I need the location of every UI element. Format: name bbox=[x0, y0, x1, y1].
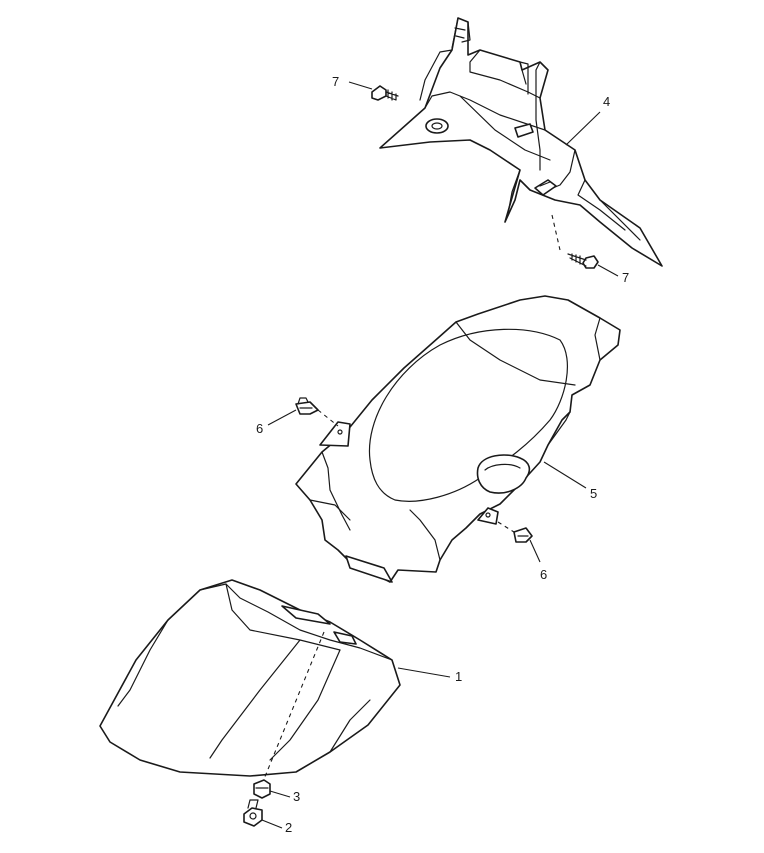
slot-opening bbox=[514, 123, 534, 138]
grommet-upper bbox=[425, 118, 449, 134]
part-4-rear-bracket bbox=[379, 17, 663, 267]
callout-3: 3 bbox=[293, 789, 300, 804]
callout-6-right: 6 bbox=[540, 567, 547, 582]
center-cutout bbox=[476, 454, 531, 494]
nut-3 bbox=[253, 779, 271, 799]
clip-6-left bbox=[295, 397, 319, 415]
callout-7-lower: 7 bbox=[622, 270, 629, 285]
callout-4: 4 bbox=[603, 94, 610, 109]
part-5-undercover-panel bbox=[295, 295, 621, 583]
callout-7-upper: 7 bbox=[332, 74, 339, 89]
dashed-guide-6-left bbox=[317, 409, 339, 427]
leader-6-right bbox=[529, 539, 541, 563]
leader-2 bbox=[261, 819, 283, 829]
bolt-7-lower bbox=[567, 253, 599, 269]
callout-1: 1 bbox=[455, 669, 462, 684]
clip-6-right bbox=[513, 527, 533, 543]
dashed-guide-6-right bbox=[497, 521, 515, 533]
callout-6-left: 6 bbox=[256, 421, 263, 436]
grommet-lower bbox=[534, 179, 557, 196]
fender-hook bbox=[333, 631, 357, 645]
leader-5 bbox=[543, 461, 587, 489]
leader-1 bbox=[397, 667, 451, 678]
leader-7-lower bbox=[597, 264, 619, 277]
leader-7-upper bbox=[348, 81, 373, 90]
callout-2: 2 bbox=[285, 820, 292, 835]
mounting-tab-bottom bbox=[477, 507, 499, 525]
dashed-guide-7-lower bbox=[551, 214, 561, 251]
lower-tab bbox=[345, 555, 393, 583]
leader-4 bbox=[565, 111, 601, 146]
screw-2 bbox=[243, 799, 263, 827]
leader-3 bbox=[269, 790, 291, 798]
mounting-tab-left bbox=[319, 421, 351, 447]
leader-6-left bbox=[267, 409, 297, 426]
fender-slot bbox=[281, 605, 331, 625]
callout-5: 5 bbox=[590, 486, 597, 501]
bolt-7-upper bbox=[371, 85, 399, 101]
part-1-front-fender bbox=[99, 579, 401, 777]
dashed-guide-1 bbox=[261, 631, 325, 785]
